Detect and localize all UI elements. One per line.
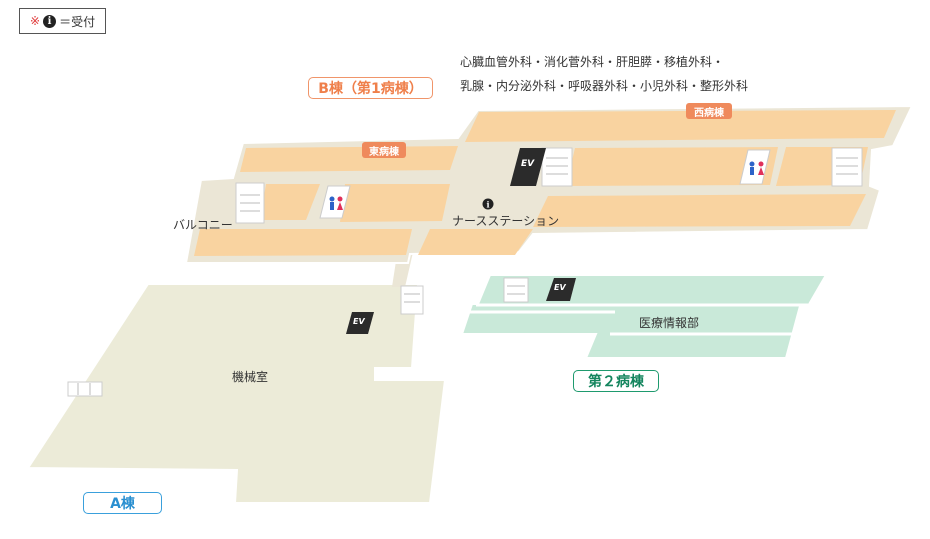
ward2-label[interactable]: 第２病棟 xyxy=(573,370,659,392)
medical-info-label: 医療情報部 xyxy=(639,316,700,330)
b-room-east-long xyxy=(533,194,866,227)
toilet-icon xyxy=(319,185,351,219)
west-wing-label: 西病棟 xyxy=(686,103,732,119)
legend-text: ＝受付 xyxy=(59,14,96,29)
info-icon: i xyxy=(43,14,57,28)
toilet-icon xyxy=(739,149,771,185)
b-room-center-left xyxy=(340,184,450,222)
stairs-icon xyxy=(67,381,103,397)
a-building-floor xyxy=(26,283,447,504)
elevator-icon xyxy=(546,278,576,301)
stairs-icon xyxy=(400,285,424,315)
department-line: 心臓血管外科・消化菅外科・肝胆膵・移植外科・ xyxy=(460,55,725,69)
department-list: 心臓血管外科・消化菅外科・肝胆膵・移植外科・ 乳腺・内分泌外科・呼吸器外科・小児… xyxy=(460,50,748,98)
stairs-icon xyxy=(235,182,265,224)
elevator-label: EV xyxy=(353,317,365,326)
legend-mark: ※ xyxy=(30,14,41,28)
b-room-balcony-side xyxy=(260,184,320,220)
b-room-north-east xyxy=(240,146,458,172)
b-room-ev-hall xyxy=(566,147,778,186)
elevator-icon xyxy=(510,148,546,186)
svg-text:i: i xyxy=(486,200,489,210)
b-building-label[interactable]: B棟（第1病棟） xyxy=(308,77,433,99)
b-room-north-west xyxy=(465,110,896,142)
machine-room-label: 機械室 xyxy=(232,370,269,384)
elevator-label: EV xyxy=(554,283,566,292)
b-room-station xyxy=(418,229,533,255)
a-building-label[interactable]: A棟 xyxy=(83,492,162,514)
legend: ※ i ＝受付 xyxy=(19,8,107,34)
elevator-icon xyxy=(346,312,374,334)
east-wing-label: 東病棟 xyxy=(362,142,406,158)
elevator-label: EV xyxy=(521,159,535,169)
department-line: 乳腺・内分泌外科・呼吸器外科・小児外科・整形外科 xyxy=(460,79,749,93)
stairs-icon xyxy=(503,277,529,303)
reception-info-icon xyxy=(482,198,494,210)
nurse-station-label: ナースステーション xyxy=(452,214,560,228)
stairs-icon xyxy=(541,147,573,187)
balcony-label: バルコニー xyxy=(173,218,233,232)
b-room-south-left xyxy=(194,229,412,256)
stairs-icon xyxy=(831,147,863,187)
